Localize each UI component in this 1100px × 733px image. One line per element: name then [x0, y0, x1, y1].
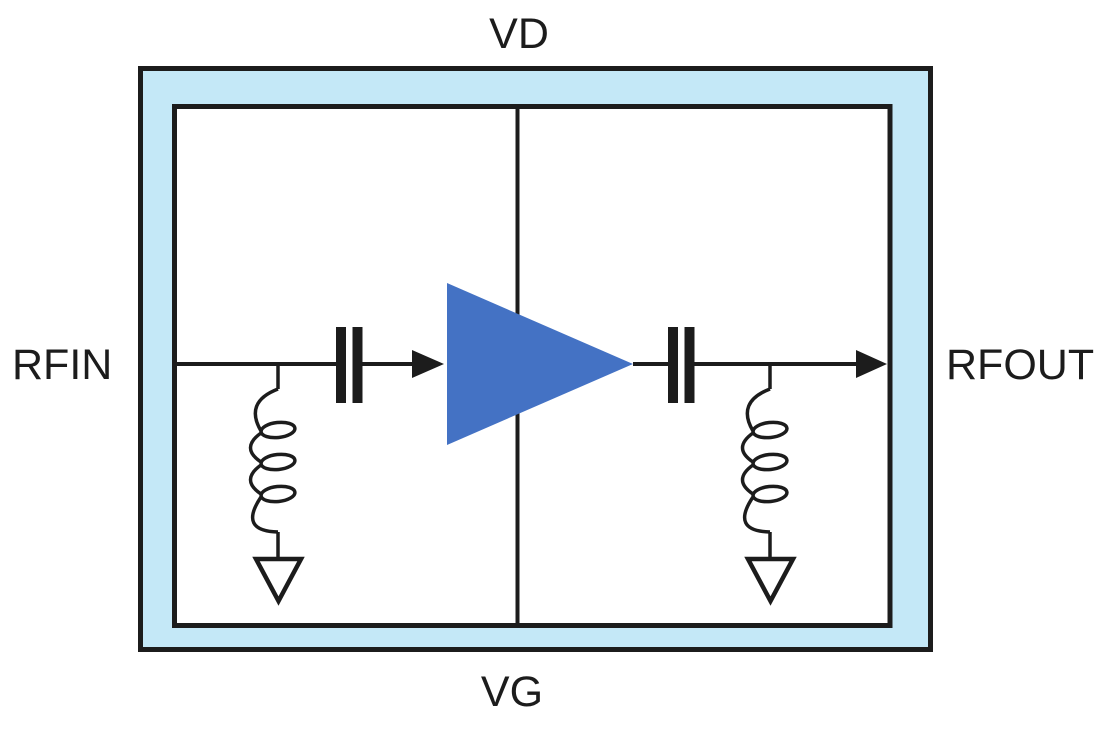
- ground-icon: [252, 556, 305, 606]
- input-shunt-branch: [248, 364, 305, 606]
- output-capacitor-icon: [668, 327, 695, 403]
- label-vg: VG: [480, 668, 544, 716]
- inductor-loop: [259, 484, 297, 504]
- label-rfout: RFOUT: [946, 341, 1095, 389]
- input-arrowhead-icon: [412, 350, 444, 378]
- inductor-arc: [248, 463, 263, 496]
- input-capacitor-icon: [336, 327, 363, 403]
- inductor-arc: [248, 431, 263, 464]
- inductor-arc: [250, 496, 279, 534]
- inductor-arc: [253, 387, 279, 432]
- output-arrowhead-icon: [856, 350, 887, 378]
- amplifier-triangle-icon: [447, 283, 633, 445]
- inductor-loop: [259, 452, 297, 472]
- inductor-loop: [259, 420, 297, 440]
- input-shunt-inductor-icon: [248, 364, 297, 558]
- label-vd: VD: [489, 10, 549, 58]
- label-rfin: RFIN: [12, 341, 113, 389]
